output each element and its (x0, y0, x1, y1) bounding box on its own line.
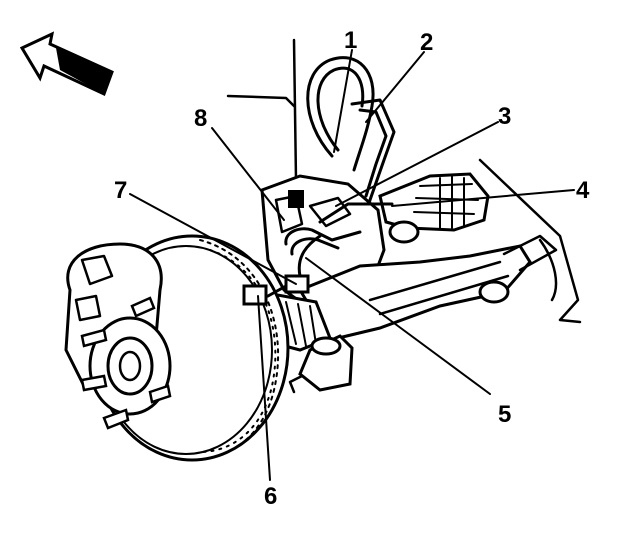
wheel-hub (80, 296, 172, 430)
callout-1: 1 (344, 27, 357, 54)
callout-4: 4 (576, 177, 590, 204)
leader-lines (129, 49, 575, 481)
callout-8: 8 (194, 105, 207, 132)
callout-6: 6 (264, 483, 277, 510)
sensor-wire (284, 202, 394, 256)
lower-control-arm (297, 234, 558, 342)
callout-5: 5 (498, 401, 511, 428)
frame-lines (226, 38, 582, 324)
callout-3: 3 (498, 103, 511, 130)
upper-control-arm (378, 172, 490, 244)
callout-7: 7 (114, 177, 127, 204)
lug-stud-icon (80, 296, 172, 430)
forward-arrow-icon (19, 31, 114, 97)
callout-labels: 1 2 3 4 5 6 7 8 (114, 27, 590, 510)
stabilizer-link (288, 334, 354, 394)
callout-2: 2 (420, 29, 433, 56)
